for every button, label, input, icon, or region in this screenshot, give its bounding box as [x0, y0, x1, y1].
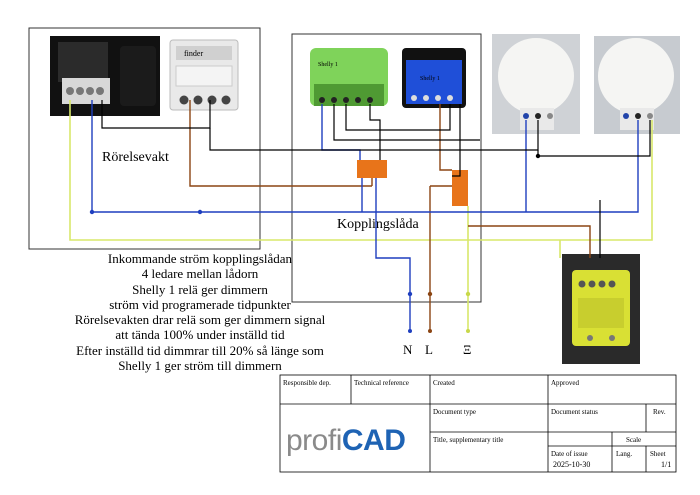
title-block-frame	[279, 374, 677, 473]
junction-dots-blue	[89, 209, 413, 297]
tb-responsible-dep: Responsible dep.	[283, 379, 331, 387]
note-line: Efter inställd tid dimmrar till 20% så l…	[76, 342, 324, 358]
note-line: Inkommande ström kopplingslådan	[107, 251, 293, 266]
lamp-right	[594, 36, 680, 134]
tb-rev: Rev.	[653, 408, 666, 416]
terminal-n-label: N	[403, 342, 413, 357]
tb-document-type: Document type	[433, 408, 476, 416]
finder-relay-device: finder	[169, 39, 239, 111]
note-line: att tända 100% under inställd tid	[115, 327, 285, 343]
motion-sensor-enclosure	[28, 27, 261, 250]
junction-dots-earth	[465, 291, 471, 297]
shelly-blue-device: Shelly 1	[402, 48, 466, 108]
description-notes: Inkommande ström kopplingslådan 4 ledare…	[40, 251, 360, 373]
junction-dots-black	[535, 153, 541, 159]
terminal-pe-label: Ξ	[463, 342, 472, 357]
tb-scale: Scale	[626, 436, 642, 444]
lamp-left	[492, 34, 580, 134]
tb-technical-reference: Technical reference	[354, 379, 409, 387]
note-line: Shelly 1 ger ström till dimmern	[118, 358, 282, 374]
tb-lang: Lang.	[616, 450, 633, 458]
live-wires	[189, 100, 591, 330]
logo-suffix: CAD	[341, 424, 406, 457]
note-line: 4 ledare mellan lådorn	[141, 266, 259, 282]
shelly-green-text: Shelly 1	[318, 62, 338, 68]
junction-box-enclosure	[291, 33, 482, 303]
finder-brand-text: finder	[184, 49, 203, 58]
tb-approved: Approved	[551, 379, 579, 387]
signal-wires	[101, 100, 651, 258]
terminal-l-label: L	[425, 342, 433, 357]
tb-date-value: 2025-10-30	[553, 460, 591, 469]
tb-date-of-issue: Date of issue	[551, 450, 588, 458]
tb-document-status: Document status	[551, 408, 598, 416]
shelly-blue-text: Shelly 1	[420, 76, 440, 82]
proficad-logo: profiCAD	[286, 424, 406, 458]
motion-sensor-label: Rörelsevakt	[102, 150, 169, 165]
tb-sheet: Sheet	[650, 450, 666, 458]
note-line: Shelly 1 relä ger dimmern	[132, 281, 268, 297]
tb-sheet-value: 1/1	[661, 460, 672, 469]
motion-sensor-device	[50, 36, 160, 116]
junction-dots-brown	[427, 291, 433, 297]
logo-prefix: profi	[286, 424, 342, 457]
junction-box-label: Kopplingslåda	[337, 217, 419, 232]
terminal-block-right	[452, 170, 468, 206]
incoming-terminals	[408, 329, 470, 333]
terminal-block-center	[357, 160, 387, 178]
tb-created: Created	[433, 379, 455, 387]
dimmer-device	[562, 254, 640, 364]
tb-title: Title, supplementary title	[433, 436, 504, 444]
shelly-green-device: Shelly 1	[310, 48, 388, 106]
note-line: Rörelsevakten drar relä som ger dimmern …	[74, 312, 326, 328]
note-line: ström vid programerade tidpunkter	[109, 296, 291, 312]
